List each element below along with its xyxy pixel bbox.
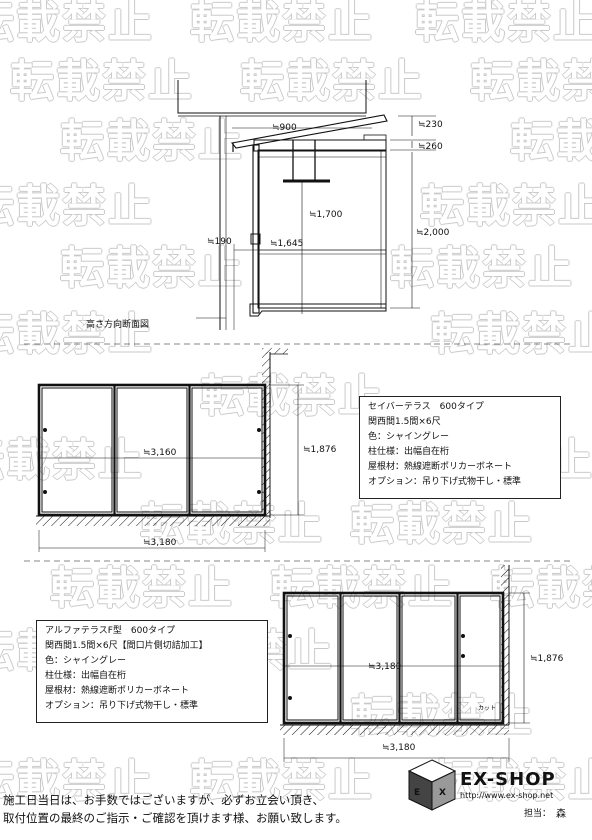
section-view: ≒900 ≒230 ≒260 ≒1,700 ≒190 ≒1,645 ≒2,000…	[86, 80, 450, 330]
footer-note: 施工日当日は、お手数ではございますが、必ずお立会い頂き、 取付位置の最終のご指示…	[3, 791, 347, 827]
floor-deck	[249, 303, 387, 317]
floor-hatch	[280, 725, 509, 735]
spec-box-a: セイバーテラス 600タイプ 関西間1.5間×6尺 色：シャイングレー 柱仕様：…	[359, 396, 561, 499]
watermark: 転載禁止	[240, 56, 424, 107]
watermark: 転載禁止	[0, 309, 154, 360]
dim-frame-gap: ≒260	[418, 142, 443, 152]
dim-top-gap: ≒230	[418, 120, 443, 130]
footer-note-line-1: 施工日当日は、お手数ではございますが、必ずお立会い頂き、	[3, 793, 324, 807]
panel-4-cut	[459, 595, 501, 721]
spec-line: アルファテラスF型 600タイプ	[45, 626, 176, 636]
svg-text:X: X	[439, 788, 446, 798]
exshop-logo-icon: E X	[407, 759, 457, 811]
brand-url[interactable]: http://www.ex-shop.net	[460, 791, 554, 800]
panel-1	[41, 387, 113, 513]
panel-3	[191, 387, 263, 513]
cut-label: カット	[478, 705, 496, 712]
watermark: 転載禁止	[510, 116, 592, 167]
floor-hatch	[36, 516, 270, 526]
dim-inner-width: ≒3,180	[368, 662, 402, 672]
hinge	[43, 490, 47, 494]
watermark: 転載禁止	[60, 243, 244, 294]
watermark: 転載禁止	[350, 499, 534, 550]
watermark: 転載禁止	[420, 181, 592, 232]
dim-depth: ≒1,876	[303, 445, 337, 455]
dim-total-width: ≒3,180	[382, 743, 416, 753]
watermark: 転載禁止	[430, 309, 592, 360]
roof-rear-beam	[363, 134, 387, 141]
watermark: 転載禁止	[200, 371, 384, 422]
watermark: 転載禁止	[390, 243, 574, 294]
staff-label: 担当：	[524, 809, 552, 819]
enclosure-frame	[257, 149, 387, 309]
spec-line: セイバーテラス 600タイプ	[368, 402, 484, 412]
panel-2	[116, 387, 188, 513]
hinge	[288, 634, 292, 638]
eave-outline	[177, 80, 367, 114]
watermark: 転載禁止	[0, 435, 144, 486]
front-post	[252, 144, 260, 314]
watermark: 転載禁止	[0, 181, 154, 232]
dim-floor-depth: ≒1,645	[270, 239, 303, 249]
watermark: 転載禁止	[190, 756, 374, 807]
spec-box-b: アルファテラスF型 600タイプ 関西間1.5間×6尺【間口片側切詰加工】 色：…	[36, 620, 268, 723]
spec-line: 柱仕様：出幅自在桁	[368, 447, 450, 457]
hinge	[257, 428, 261, 432]
terrace-frame	[282, 591, 505, 725]
plan-view-b: カット ≒3,180 ≒1,876 ≒3,180	[280, 565, 564, 762]
spec-line: オプション：吊り下げ式物干し・標準	[368, 477, 522, 487]
dim-roof-depth: ≒900	[272, 123, 297, 133]
watermark: 転載禁止	[430, 756, 592, 807]
hinge	[288, 696, 292, 700]
svg-text:E: E	[414, 788, 420, 798]
hinge	[257, 490, 261, 494]
panel-2	[342, 595, 398, 721]
spec-line: 関西間1.5間×6尺	[368, 417, 441, 427]
watermark: 転載禁止	[415, 0, 592, 48]
brand-name: EX-SHOP	[460, 769, 556, 790]
watermark: 転載禁止	[10, 56, 194, 107]
watermark: 転載禁止	[190, 0, 374, 48]
spec-line: 屋根材：熱線遮断ポリカーボネート	[45, 686, 190, 696]
watermark: 転載禁止	[0, 0, 154, 48]
spec-line: 屋根材：熱線遮断ポリカーボネート	[368, 462, 513, 472]
spec-line: 色：シャイングレー	[368, 432, 450, 442]
staff-name: 森	[556, 809, 566, 820]
section-view-title: 高さ方向断面図	[86, 318, 149, 330]
hinge	[461, 654, 465, 658]
watermark: 転載禁止	[470, 56, 592, 107]
roof-panel	[230, 114, 388, 149]
dim-depth: ≒1,876	[530, 654, 564, 664]
wall-top-hatch	[262, 348, 288, 354]
watermark: 転載禁止	[50, 563, 234, 614]
dim-inner-height: ≒1,700	[309, 210, 343, 220]
house-wall-hatch	[501, 565, 509, 725]
spec-line: 色：シャイングレー	[45, 656, 127, 666]
watermark: 転載禁止	[60, 116, 244, 167]
footer-note-line-2: 取付位置の最終のご指示・ご確認を頂けます様、お願い致します。	[3, 811, 347, 825]
post-bracket	[250, 233, 261, 245]
dim-total-height: ≒2,000	[416, 228, 450, 238]
spec-line: オプション：吊り下げ式物干し・標準	[45, 701, 199, 711]
watermark: 転載禁止	[270, 563, 454, 614]
terrace-frame	[37, 383, 267, 517]
plan-view-a: ≒3,160 ≒1,876 ≒3,180	[36, 348, 337, 552]
spec-line: 関西間1.5間×6尺【間口片側切詰加工】	[45, 641, 208, 651]
dim-inner-width: ≒3,160	[143, 448, 177, 458]
spec-line: 柱仕様：出幅自在桁	[45, 671, 127, 681]
panel-3	[401, 595, 456, 721]
dim-total-width: ≒3,180	[143, 538, 177, 548]
hinge	[461, 634, 465, 638]
watermark: 転載禁止	[0, 756, 154, 807]
hinge	[43, 428, 47, 432]
panel-1	[286, 595, 339, 721]
dim-post-offset: ≒190	[207, 237, 232, 247]
